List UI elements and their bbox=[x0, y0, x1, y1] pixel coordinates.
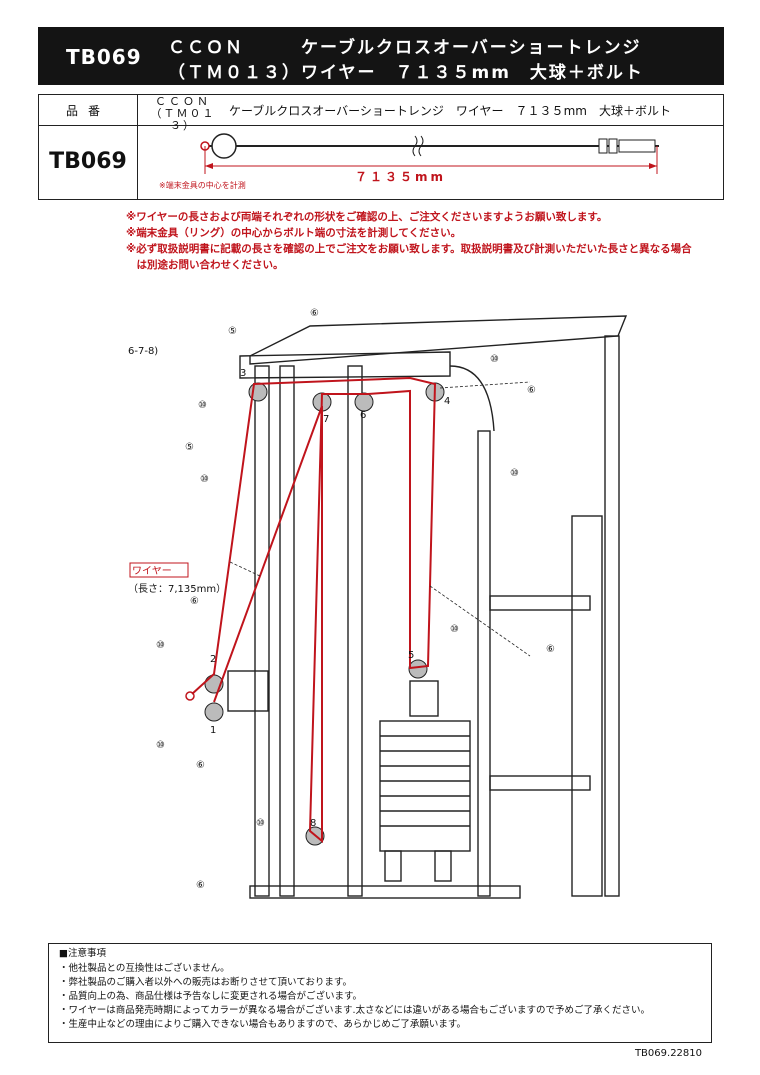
notes-box: ■注意事項 ・他社製品との互換性はございません。 ・弊社製品のご購入者以外への販… bbox=[48, 943, 712, 1043]
wire-length-label: （長さ：7,135mm） bbox=[128, 583, 226, 595]
model-name: ＣＣＯＮ bbox=[155, 95, 211, 108]
document-footer-code: TB069.22810 bbox=[634, 1048, 702, 1059]
warning-line-3: ※必ず取扱説明書に記載の長さを確認の上でご注文をお願い致します。取扱説明書及び計… bbox=[126, 243, 692, 255]
note-item: ・他社製品との互換性はございません。 bbox=[59, 963, 230, 974]
part-callout: ⑤ bbox=[185, 442, 194, 453]
part-callout: ⑩ bbox=[200, 474, 209, 485]
note-item: ・生産中止などの理由によりご購入できない場合もありますので、あらかじめご了承願い… bbox=[59, 1019, 466, 1030]
banner-title-line2: （ＴＭ０１３）ワイヤー ７１３５mm 大球＋ボルト bbox=[168, 63, 644, 83]
part-callout: ⑥ bbox=[196, 880, 205, 891]
pulley-label: 3 bbox=[240, 368, 246, 379]
part-number: TB069 bbox=[49, 149, 127, 174]
pulley-label: 2 bbox=[210, 654, 216, 665]
model-code: （ＴＭ０１３） bbox=[150, 107, 216, 132]
warning-line-1: ※ワイヤーの長さおよび両端それぞれの形状をご確認の上、ご注文くださいますようお願… bbox=[126, 211, 608, 223]
note-item: ・品質向上の為、商品仕様は予告なしに変更される場合がございます。 bbox=[59, 991, 363, 1002]
part-callout: ⑩ bbox=[510, 468, 519, 479]
pulley-label: 8 bbox=[310, 818, 316, 829]
pulley-label: 5 bbox=[408, 650, 414, 661]
cable-routing-diagram: 6-7-8) 3 4 6 7 5 8 2 1 ⑤ ⑤ ⑥ ⑥ ⑥ ⑥ ⑥ ⑥ ⑩… bbox=[128, 308, 628, 899]
part-callout: ⑩ bbox=[156, 640, 165, 651]
part-callout: ⑥ bbox=[310, 308, 319, 319]
part-callout: ⑩ bbox=[490, 354, 499, 365]
wire-length-dimension: ７１３５mm bbox=[355, 170, 447, 184]
figure-reference: 6-7-8) bbox=[128, 346, 158, 357]
table-divider bbox=[137, 95, 138, 199]
wire-drawing bbox=[200, 133, 659, 174]
title-banner: TB069 ＣＣＯＮ ケーブルクロスオーバーショートレンジ （ＴＭ０１３）ワイヤ… bbox=[38, 27, 724, 85]
part-callout: ⑩ bbox=[198, 400, 207, 411]
part-callout: ⑥ bbox=[527, 385, 536, 396]
part-callout: ⑤ bbox=[228, 326, 237, 337]
banner-code: TB069 bbox=[66, 45, 142, 69]
part-callout: ⑥ bbox=[190, 596, 199, 607]
pulley-label: 7 bbox=[323, 414, 329, 425]
part-callout: ⑩ bbox=[450, 624, 459, 635]
banner-title-line1: ＣＣＯＮ ケーブルクロスオーバーショートレンジ bbox=[168, 38, 642, 58]
note-item: ・ワイヤーは商品発売時期によってカラーが異なる場合がございます.太さなどには違い… bbox=[59, 1005, 650, 1016]
wire-label: ワイヤー bbox=[132, 566, 172, 577]
warning-line-4: は別途お問い合わせください。 bbox=[126, 259, 284, 271]
table-divider bbox=[39, 125, 723, 126]
pulley-label: 4 bbox=[444, 396, 450, 407]
product-description: ケーブルクロスオーバーショートレンジ ワイヤー ７１３５mm 大球＋ボルト bbox=[229, 104, 671, 118]
pulley-label: 1 bbox=[210, 725, 216, 736]
wire-label-box bbox=[129, 562, 189, 578]
notes-title: ■注意事項 bbox=[59, 948, 106, 959]
note-item: ・弊社製品のご購入者以外への販売はお断りさせて頂いております。 bbox=[59, 977, 352, 988]
part-callout: ⑥ bbox=[196, 760, 205, 771]
part-callout: ⑩ bbox=[256, 818, 265, 829]
measurement-note: ※端末金具の中心を計測 bbox=[159, 181, 246, 190]
part-callout: ⑩ bbox=[156, 740, 165, 751]
part-number-label: 品番 bbox=[65, 104, 110, 118]
part-callout: ⑥ bbox=[546, 644, 555, 655]
pulley-label: 6 bbox=[360, 410, 366, 421]
warning-line-2: ※端末金具（リング）の中心からボルト端の寸法を計測してください。 bbox=[126, 227, 462, 239]
spec-table: 品番 ＣＣＯＮ （ＴＭ０１３） ケーブルクロスオーバーショートレンジ ワイヤー … bbox=[38, 94, 724, 200]
